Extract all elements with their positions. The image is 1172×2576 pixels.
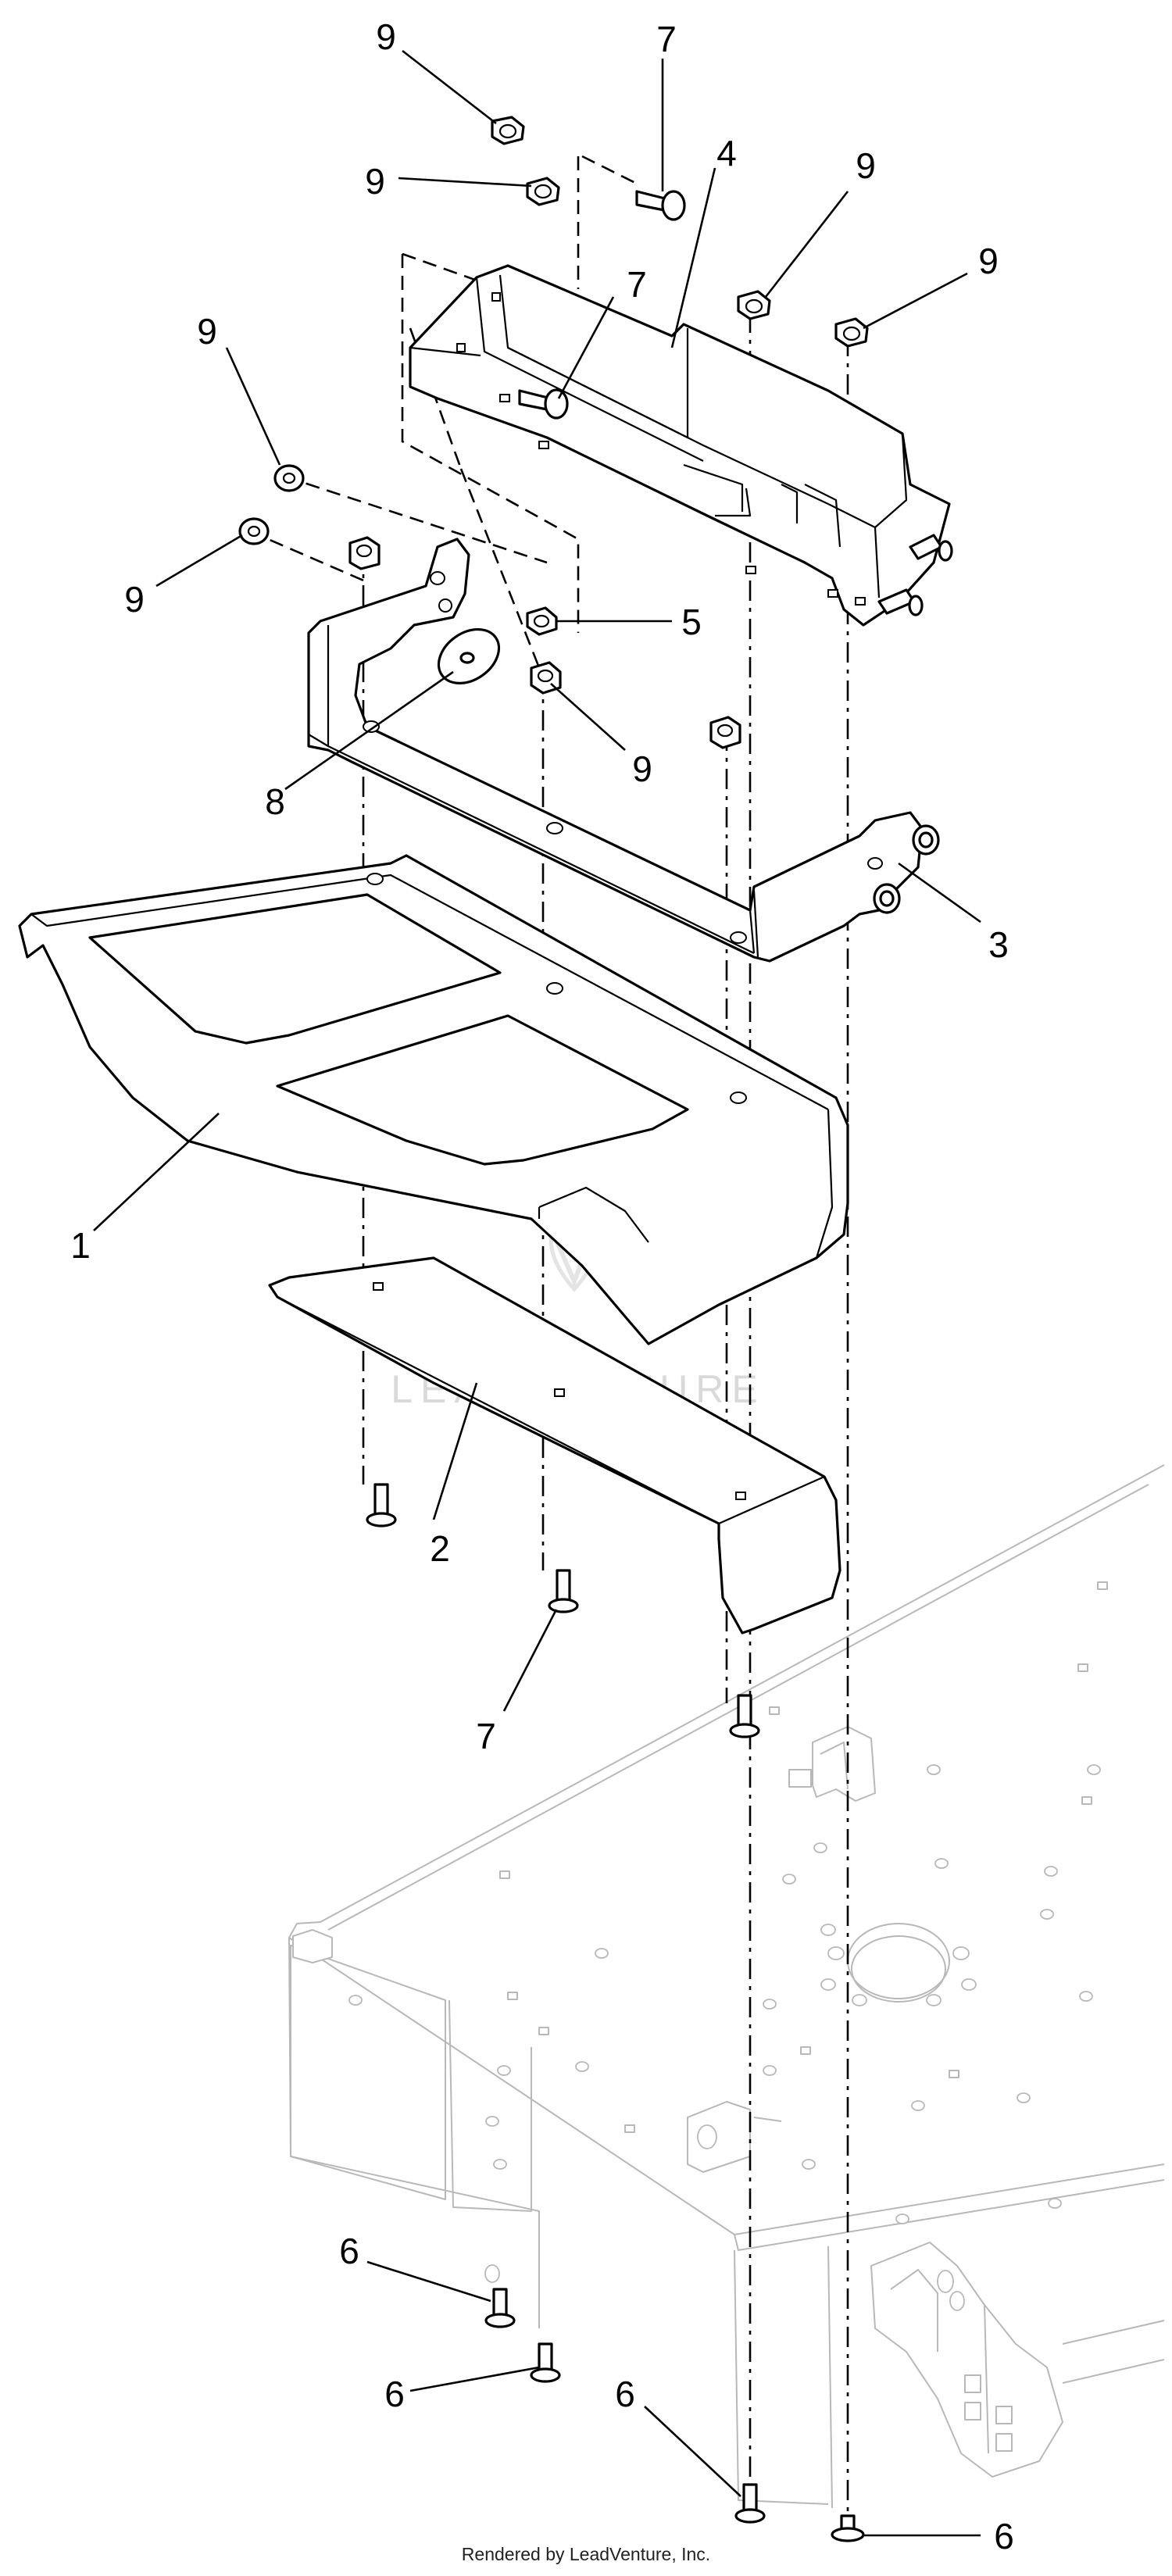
- callout-9: 9: [376, 16, 396, 57]
- nut-9-top: [491, 116, 525, 145]
- bolt-7-top: [635, 190, 686, 221]
- callout-9: 9: [632, 749, 652, 789]
- callout-6: 6: [615, 2374, 635, 2414]
- callout-5: 5: [681, 602, 702, 642]
- footer-credit: Rendered by LeadVenture, Inc.: [461, 2544, 711, 2564]
- callout-labels: 9 9 7 4 9 9 7 9 9 5 8 9 3 1 2 7 6 6 6 6: [70, 16, 1014, 2556]
- callout-2: 2: [430, 1528, 450, 1569]
- callout-1: 1: [70, 1225, 91, 1266]
- part-4-channel-bracket: [409, 264, 953, 627]
- nut-bracket-right: [709, 716, 741, 749]
- callout-9: 9: [124, 579, 145, 620]
- bolt-7-lower: [548, 1569, 579, 1613]
- nuts: [238, 116, 869, 749]
- nut-9-right-a: [737, 290, 771, 320]
- part-8-washer: [437, 627, 501, 685]
- callout-9: 9: [978, 241, 999, 281]
- callout-4: 4: [716, 133, 737, 173]
- callout-7: 7: [656, 19, 677, 59]
- part-2-lower-plate: [268, 1256, 841, 1635]
- callout-6: 6: [339, 2231, 359, 2271]
- bolt-right-lower: [729, 1694, 760, 1738]
- callout-9: 9: [856, 145, 876, 186]
- bolt-6c: [734, 2483, 766, 2524]
- callout-8: 8: [265, 781, 285, 822]
- nut-bracket-left: [348, 536, 381, 570]
- bolt-6d: [831, 2514, 865, 2542]
- nut-5: [526, 606, 558, 636]
- callout-9: 9: [197, 311, 217, 352]
- bolt-6a: [484, 2288, 516, 2328]
- leader-lines: [93, 49, 981, 2537]
- bolt-7-mid: [518, 388, 569, 420]
- bolts-7: [518, 190, 686, 420]
- part-3-mounting-bracket: [307, 538, 940, 963]
- callout-9: 9: [365, 161, 385, 202]
- washer-9-left-a: [273, 464, 305, 492]
- callout-7: 7: [476, 1716, 496, 1756]
- callout-7: 7: [627, 264, 647, 305]
- bolt-left-lower: [366, 1483, 397, 1527]
- part-1-footplate: [18, 854, 849, 1345]
- nut-9-second: [526, 177, 560, 206]
- callout-6: 6: [384, 2374, 405, 2414]
- bolt-6b: [530, 2342, 561, 2383]
- washer-9-left-b: [238, 517, 270, 545]
- mower-frame: [288, 1464, 1165, 2509]
- lower-bolts: [366, 1483, 865, 2542]
- nut-9-right-b: [834, 317, 869, 348]
- callout-3: 3: [988, 924, 1009, 965]
- callout-6: 6: [994, 2516, 1014, 2556]
